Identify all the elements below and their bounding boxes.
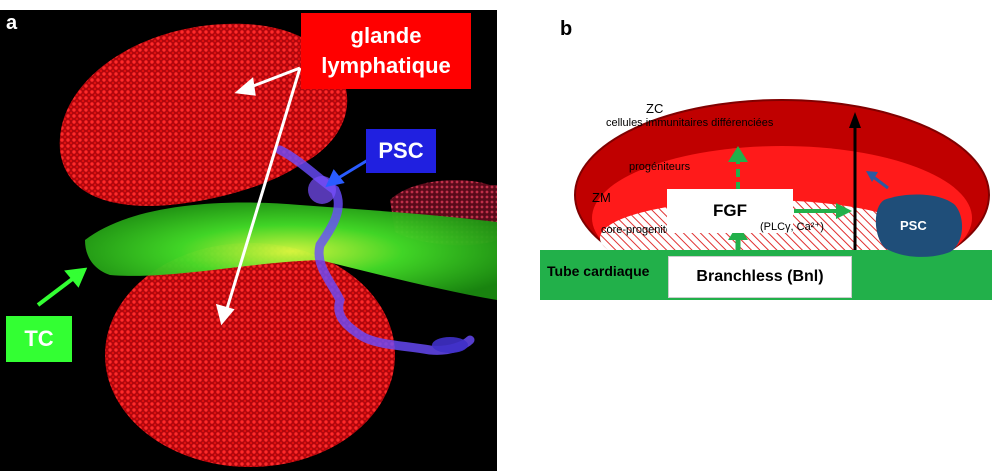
cardiac-tube-fluorescence bbox=[85, 202, 497, 300]
tc-label: TC bbox=[6, 316, 72, 362]
glande-lymphatique-label: glande lymphatique bbox=[301, 13, 471, 89]
psc-label: PSC bbox=[366, 129, 436, 173]
panel-letter-a: a bbox=[6, 12, 18, 34]
psc-schematic-label: PSC bbox=[900, 218, 927, 233]
fgf-box: FGF bbox=[667, 189, 793, 233]
zc-description: cellules immunitaires différenciées bbox=[606, 117, 774, 129]
panel-letter-b: b bbox=[560, 18, 573, 40]
progeniteurs-label: progéniteurs bbox=[629, 161, 691, 173]
core-progenitors-label: core-progeniteurs bbox=[601, 224, 688, 236]
glande-text: glande bbox=[350, 23, 422, 48]
arrow-to-upper-lobe bbox=[247, 66, 301, 90]
arrow-to-lower-lobe bbox=[224, 67, 302, 313]
branchless-box: Branchless (Bnl) bbox=[668, 256, 852, 298]
upper-lymph-gland-lobe bbox=[59, 23, 348, 206]
tube-cardiaque-label: Tube cardiaque bbox=[547, 263, 650, 279]
plc-ca-label: (PLCγ, Ca²⁺) bbox=[760, 221, 824, 233]
panel-a: a glande lymphatique PSC TC bbox=[0, 0, 497, 471]
zm-label: ZM bbox=[592, 190, 611, 205]
arrow-to-psc bbox=[334, 158, 369, 182]
zc-label: ZC bbox=[646, 101, 664, 116]
lymphatique-text: lymphatique bbox=[321, 53, 451, 78]
arrow-to-tc bbox=[36, 275, 77, 307]
psc-arrow bbox=[871, 174, 889, 190]
lower-lymph-gland-lobe bbox=[105, 243, 395, 467]
psc-tail bbox=[432, 337, 468, 353]
